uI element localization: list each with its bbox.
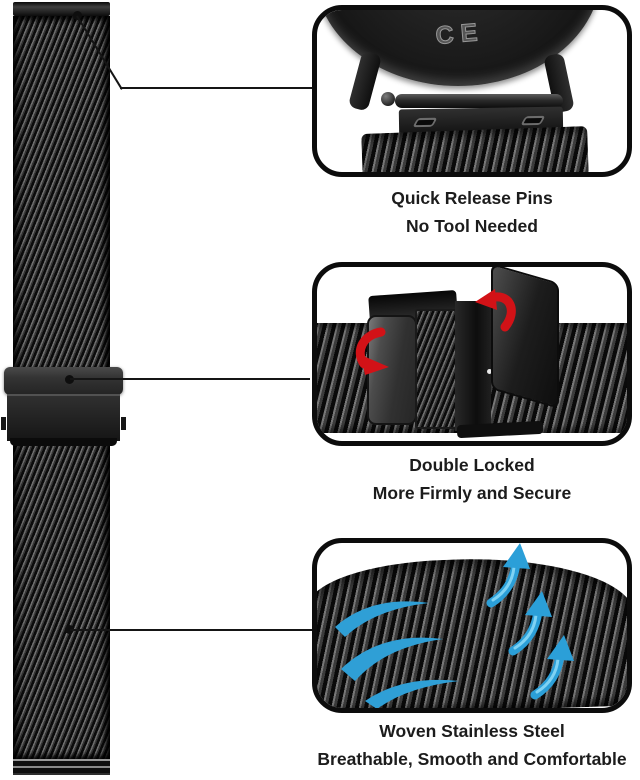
clasp-flap-right-open bbox=[491, 267, 559, 409]
callout-dot-woven bbox=[65, 625, 74, 634]
watch-lug-left bbox=[347, 50, 383, 112]
callout-dot-double-locked bbox=[65, 375, 74, 384]
clasp-lip bbox=[10, 438, 117, 446]
clasp-mid-section bbox=[415, 309, 457, 429]
mesh-band-sample bbox=[361, 126, 589, 172]
strap-clasp-buckle bbox=[1, 367, 126, 446]
end-plate-slot bbox=[520, 115, 546, 126]
end-plate-slot bbox=[412, 117, 438, 128]
feature-subtitle: More Firmly and Secure bbox=[372, 483, 572, 503]
clasp-top-plate bbox=[4, 367, 123, 395]
quick-release-spring-bar bbox=[395, 94, 563, 108]
clasp-body bbox=[7, 394, 120, 441]
airflow-arrow-icon bbox=[486, 543, 574, 700]
feature-panel-woven bbox=[312, 538, 632, 713]
clasp-pin-highlight bbox=[487, 369, 492, 374]
clasp-housing bbox=[455, 301, 491, 431]
clasp-side-nub bbox=[1, 417, 6, 430]
feature-subtitle: No Tool Needed bbox=[406, 216, 538, 236]
feature-title: Woven Stainless Steel bbox=[379, 721, 565, 741]
callout-line-woven bbox=[70, 629, 312, 631]
rotate-arrow-icon bbox=[355, 327, 389, 375]
feature-panel-double-locked bbox=[312, 262, 632, 446]
airflow-swoosh-icon bbox=[335, 601, 459, 708]
strap-bottom-end-bar bbox=[13, 759, 110, 775]
feature-title: Quick Release Pins bbox=[391, 188, 553, 208]
feature-caption-quick-release: Quick Release Pins No Tool Needed bbox=[307, 188, 637, 236]
feature-title: Double Locked bbox=[409, 455, 535, 475]
feature-panel-quick-release: CE bbox=[312, 5, 632, 177]
airflow-arrows bbox=[335, 543, 574, 708]
rotate-arrow-icon bbox=[475, 289, 516, 332]
feature-caption-woven: Woven Stainless Steel Breathable, Smooth… bbox=[307, 721, 637, 769]
strap-top-end-bar bbox=[13, 2, 110, 16]
callout-line-double-locked bbox=[70, 378, 310, 380]
quick-release-knob bbox=[381, 92, 395, 106]
callout-line-quick-release bbox=[120, 87, 313, 89]
feature-caption-double-locked: Double Locked More Firmly and Secure bbox=[307, 455, 637, 503]
feature-subtitle: Breathable, Smooth and Comfortable bbox=[317, 749, 627, 769]
clasp-side-nub bbox=[121, 417, 126, 430]
